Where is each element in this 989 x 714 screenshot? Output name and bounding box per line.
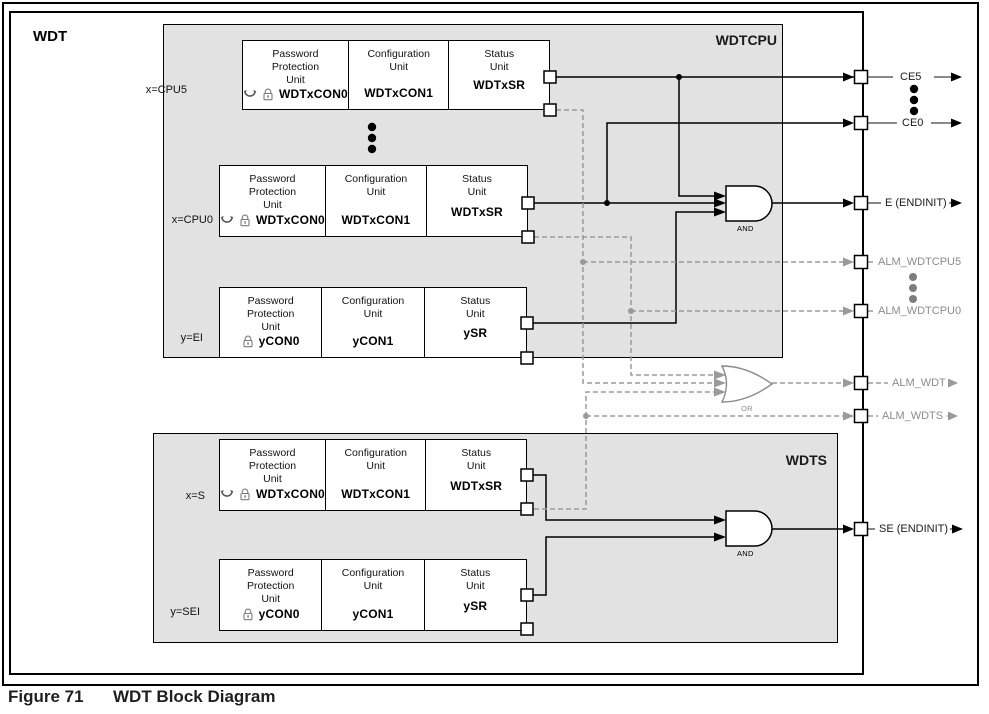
unit-title: Status Unit	[484, 48, 515, 73]
unit-title: Status Unit	[461, 447, 492, 472]
password-protection-unit: Password Protection Unit WDTxCON0	[243, 41, 348, 109]
lock-icon	[242, 335, 254, 348]
register-name: ySR	[463, 326, 488, 340]
signal-label-alm-wdtcpu5: ALM_WDTCPU5	[876, 255, 964, 269]
register-name: WDTxCON0	[256, 487, 325, 501]
unlock-icon	[220, 488, 234, 500]
register-name: WDTxCON0	[279, 87, 348, 101]
unit-title: Password Protection Unit	[247, 567, 295, 605]
wdts-label: WDTS	[785, 452, 827, 468]
register-name: WDTxSR	[473, 78, 526, 92]
password-protection-unit: Password Protection Unit yCON0	[220, 560, 321, 630]
signal-label-ce0: CE0	[900, 116, 926, 130]
unit-title: Status Unit	[462, 173, 492, 198]
wdt-module-box	[9, 11, 864, 675]
and-gate-label: AND	[737, 549, 754, 558]
lock-icon	[239, 214, 251, 227]
status-unit: Status Unit ySR	[423, 560, 526, 630]
configuration-unit: Configuration Unit WDTxCON1	[347, 41, 449, 109]
unit-title: Password Protection Unit	[248, 447, 297, 485]
unit-title: Configuration Unit	[367, 48, 430, 73]
status-unit: Status Unit WDTxSR	[425, 166, 527, 236]
unit-row-ei: Password Protection Unit yCON0 Configura…	[219, 287, 527, 358]
signal-label-alm-wdts: ALM_WDTS	[880, 409, 946, 423]
status-unit: Status Unit ySR	[423, 288, 526, 357]
password-protection-unit: Password Protection Unit WDTxCON0	[220, 166, 325, 236]
figure-title: WDT Block Diagram	[113, 687, 276, 706]
figure-frame	[2, 2, 979, 686]
register-name: WDTxCON1	[364, 86, 434, 100]
register-name: ySR	[463, 599, 488, 613]
signal-label-ce5: CE5	[898, 70, 924, 84]
unit-title: Password Protection Unit	[248, 173, 297, 211]
signal-label-se-endinit: SE (ENDINIT)	[877, 522, 951, 536]
lock-icon	[239, 488, 251, 501]
or-gate-label: OR	[741, 404, 753, 413]
register-name: yCON0	[258, 334, 300, 348]
register-name: WDTxCON1	[341, 487, 411, 501]
configuration-unit: Configuration Unit WDTxCON1	[324, 166, 426, 236]
lock-icon	[262, 88, 274, 101]
unit-row-cpu0: Password Protection Unit WDTxCON0 Config…	[219, 165, 528, 237]
row-label-cpu5: x=CPU5	[145, 84, 187, 96]
row-label-cpu0: x=CPU0	[171, 214, 213, 226]
wdtcpu-label: WDTCPU	[715, 32, 777, 48]
signal-label-e-endinit: E (ENDINIT)	[883, 196, 949, 210]
configuration-unit: Configuration Unit yCON1	[321, 560, 423, 630]
register-name: yCON1	[352, 607, 394, 621]
wdt-title: WDT	[33, 28, 68, 45]
unit-row-cpu5: Password Protection Unit WDTxCON0 Config…	[242, 40, 550, 110]
status-unit: Status Unit WDTxSR	[425, 440, 526, 510]
signal-label-alm-wdt: ALM_WDT	[890, 376, 948, 390]
unit-title: Configuration Unit	[341, 567, 405, 592]
register-name: yCON1	[352, 334, 394, 348]
figure-caption: Figure 71 WDT Block Diagram	[8, 687, 275, 707]
unit-title: Password Protection Unit	[271, 48, 320, 86]
unit-title: Configuration Unit	[344, 447, 407, 472]
register-name: WDTxSR	[451, 205, 503, 219]
register-name: WDTxSR	[450, 479, 503, 493]
unlock-icon	[243, 88, 257, 100]
and-gate-label: AND	[737, 224, 754, 233]
unit-title: Password Protection Unit	[247, 295, 295, 333]
unit-title: Status Unit	[460, 295, 491, 320]
figure-number: Figure 71	[8, 687, 84, 706]
register-name: WDTxCON1	[341, 213, 411, 227]
unit-title: Status Unit	[460, 567, 491, 592]
configuration-unit: Configuration Unit WDTxCON1	[324, 440, 426, 510]
unit-row-sei: Password Protection Unit yCON0 Configura…	[219, 559, 527, 631]
register-name: WDTxCON0	[256, 213, 325, 227]
row-label-sei: y=SEI	[170, 606, 200, 618]
register-name: yCON0	[258, 607, 300, 621]
unit-title: Configuration Unit	[341, 295, 405, 320]
password-protection-unit: Password Protection Unit yCON0	[220, 288, 321, 357]
lock-icon	[242, 608, 254, 621]
unit-row-s: Password Protection Unit WDTxCON0 Config…	[219, 439, 527, 511]
unit-title: Configuration Unit	[344, 173, 408, 198]
unlock-icon	[220, 214, 234, 226]
password-protection-unit: Password Protection Unit WDTxCON0	[220, 440, 325, 510]
row-label-s: x=S	[185, 490, 205, 502]
status-unit: Status Unit WDTxSR	[448, 41, 549, 109]
configuration-unit: Configuration Unit yCON1	[321, 288, 423, 357]
signal-label-alm-wdtcpu0: ALM_WDTCPU0	[876, 304, 964, 318]
row-label-ei: y=EI	[180, 332, 203, 344]
